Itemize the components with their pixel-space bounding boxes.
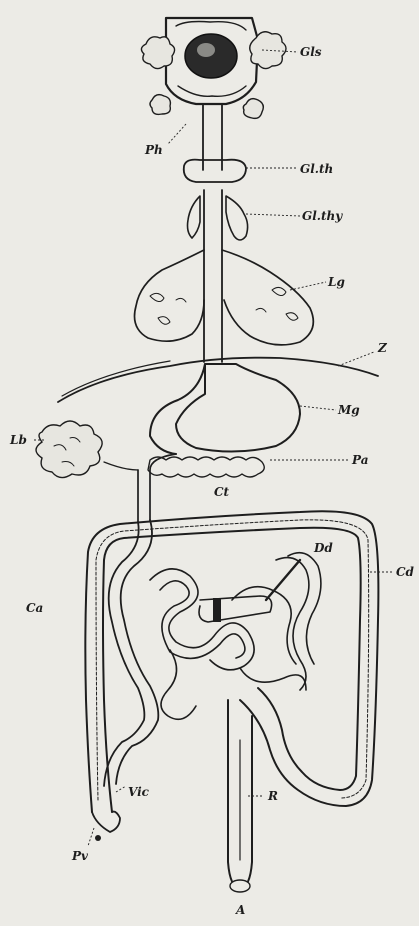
- label-glthy: Gl.thy: [302, 209, 343, 223]
- label-ct: Ct: [214, 485, 230, 499]
- caecum: [92, 812, 120, 841]
- label-a: A: [235, 903, 245, 917]
- liver-lobe: [36, 421, 102, 478]
- label-pa: Pa: [351, 453, 368, 467]
- label-vic: Vic: [128, 785, 150, 799]
- label-r: R: [267, 789, 278, 803]
- label-z: Z: [377, 341, 388, 355]
- label-lg: Lg: [327, 275, 345, 289]
- lungs: [135, 250, 314, 345]
- label-lb: Lb: [9, 433, 27, 447]
- oral-cavity: [166, 18, 258, 104]
- label-ca: Ca: [26, 601, 43, 615]
- label-pv: Pv: [71, 849, 89, 863]
- stomach: [150, 364, 300, 454]
- label-glth: Gl.th: [300, 162, 333, 176]
- thyroid-gland: [188, 196, 248, 240]
- label-cd: Cd: [396, 565, 415, 579]
- pancreas: [148, 457, 264, 477]
- thymus-lobes: [184, 160, 246, 182]
- label-mg: Mg: [337, 403, 360, 417]
- label-gls: Gls: [300, 45, 322, 59]
- duodenum: [104, 454, 176, 522]
- label-ph: Ph: [144, 143, 163, 157]
- label-dd: Dd: [313, 541, 333, 555]
- small-intestine: [104, 520, 321, 786]
- oesophagus: [203, 104, 222, 362]
